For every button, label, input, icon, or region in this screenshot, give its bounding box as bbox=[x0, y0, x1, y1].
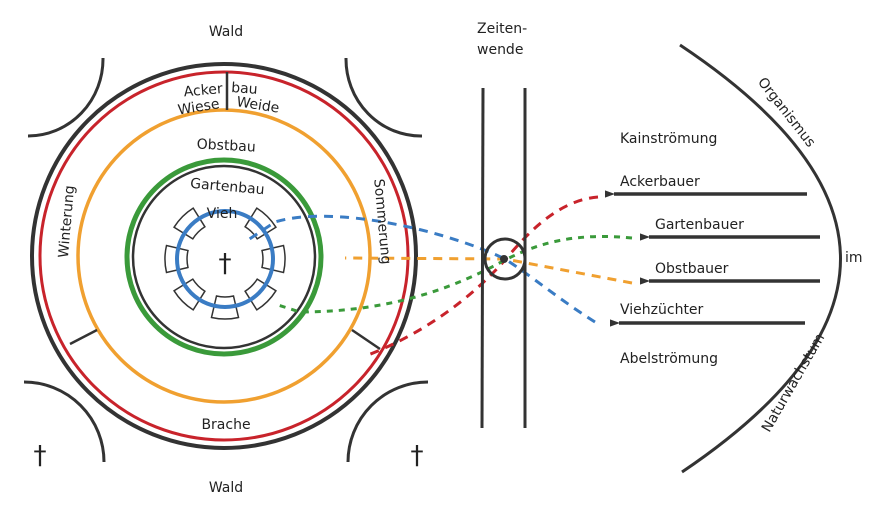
corner-arc-top-left bbox=[27, 57, 105, 138]
stall-block bbox=[244, 207, 277, 240]
cross-icon-bottom-left: † bbox=[34, 441, 47, 471]
stall-block bbox=[173, 207, 206, 240]
blue-ring-vieh bbox=[175, 209, 275, 309]
label-gartenbauer: Gartenbauer bbox=[655, 217, 744, 233]
label-vieh: Vieh bbox=[207, 206, 238, 222]
cross-icon-bottom-right: † bbox=[411, 441, 424, 471]
red-stream bbox=[367, 195, 599, 357]
label-wiese: Wiese bbox=[177, 96, 221, 118]
label-kainstroemung: Kainströmung bbox=[620, 131, 717, 147]
label-zeiten: Zeiten- bbox=[477, 21, 527, 37]
zeitenwende-dot bbox=[500, 255, 508, 263]
inner-black-ring bbox=[131, 164, 317, 350]
green-ring-gartenbau bbox=[124, 157, 324, 357]
zeitenwende-circle bbox=[483, 237, 527, 281]
center-cross-icon: † bbox=[219, 249, 232, 279]
label-im: im bbox=[845, 250, 863, 266]
label-winterung: Winterung bbox=[56, 185, 78, 259]
dashed-streams bbox=[247, 195, 633, 357]
label-obstbauer: Obstbauer bbox=[655, 261, 729, 277]
blue-stream bbox=[247, 214, 596, 324]
label-gartenbau: Gartenbau bbox=[190, 176, 266, 198]
stall-block bbox=[173, 278, 206, 311]
label-viehzuechter: Viehzüchter bbox=[620, 302, 704, 318]
label-sommerung: Sommerung bbox=[370, 178, 393, 265]
divider-lower-left bbox=[69, 328, 98, 346]
label-wende: wende bbox=[477, 42, 523, 58]
outer-black-ring bbox=[30, 62, 418, 450]
corner-arc-top-right bbox=[344, 57, 423, 138]
divider-lower-right bbox=[351, 328, 381, 351]
label-bau: bau bbox=[231, 80, 258, 98]
label-brache: Brache bbox=[201, 417, 250, 433]
label-weide: Weide bbox=[235, 94, 280, 117]
label-abelstroemung: Abelströmung bbox=[620, 351, 718, 367]
label-wald-bottom: Wald bbox=[209, 480, 243, 496]
label-acker: Acker bbox=[183, 81, 223, 100]
label-obstbau: Obstbau bbox=[196, 136, 256, 155]
label-ackerbauer: Ackerbauer bbox=[620, 174, 700, 190]
corner-arc-bottom-left bbox=[23, 380, 106, 463]
orange-ring-obstbau bbox=[76, 108, 372, 404]
organism-arc bbox=[679, 43, 842, 474]
corner-arc-bottom-right bbox=[346, 380, 429, 463]
label-naturwachstum: Naturwachstum bbox=[759, 331, 828, 435]
corner-arcs bbox=[23, 57, 429, 463]
arrows bbox=[614, 194, 820, 323]
red-ring-ackerbau bbox=[38, 70, 410, 442]
zeitenwende-line-left bbox=[480, 87, 485, 429]
dividers bbox=[69, 72, 381, 351]
stall-block bbox=[244, 278, 277, 311]
label-wald-top: Wald bbox=[209, 24, 243, 40]
